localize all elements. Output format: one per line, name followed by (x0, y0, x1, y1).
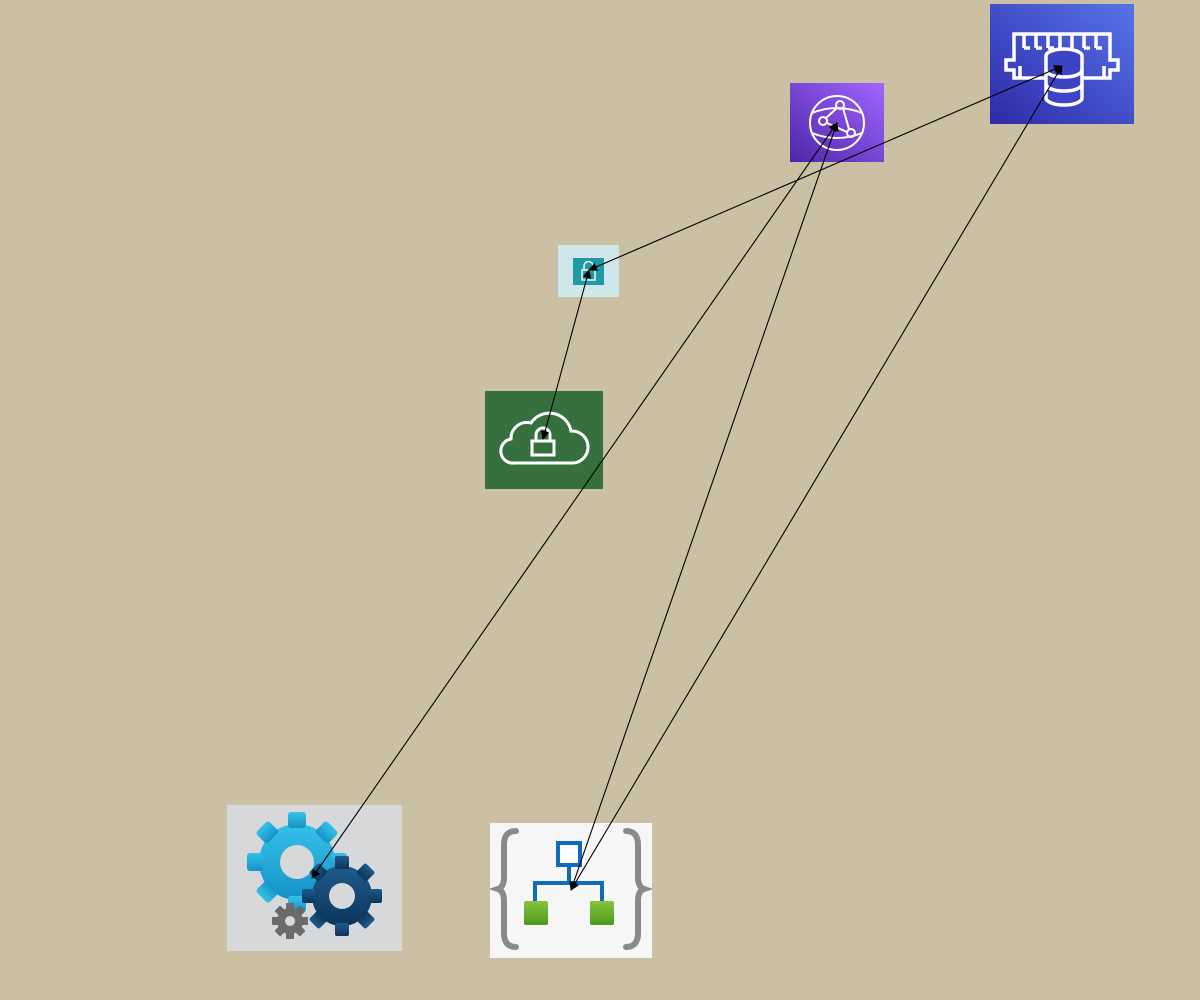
gears-settings-icon[interactable] (227, 805, 402, 951)
aws-cloudfront-icon[interactable] (790, 83, 884, 162)
secret-lock-icon[interactable] (558, 245, 619, 297)
edge-logic-app-to-rds-proxy (570, 65, 1063, 891)
cloud-lock-icon[interactable] (485, 391, 603, 489)
aws-rds-proxy-icon[interactable] (990, 4, 1134, 124)
logic-app-braces-icon[interactable] (490, 823, 652, 958)
edge-gears-to-cloudfront (311, 122, 838, 879)
edge-logic-app-to-cloudfront (569, 122, 839, 891)
